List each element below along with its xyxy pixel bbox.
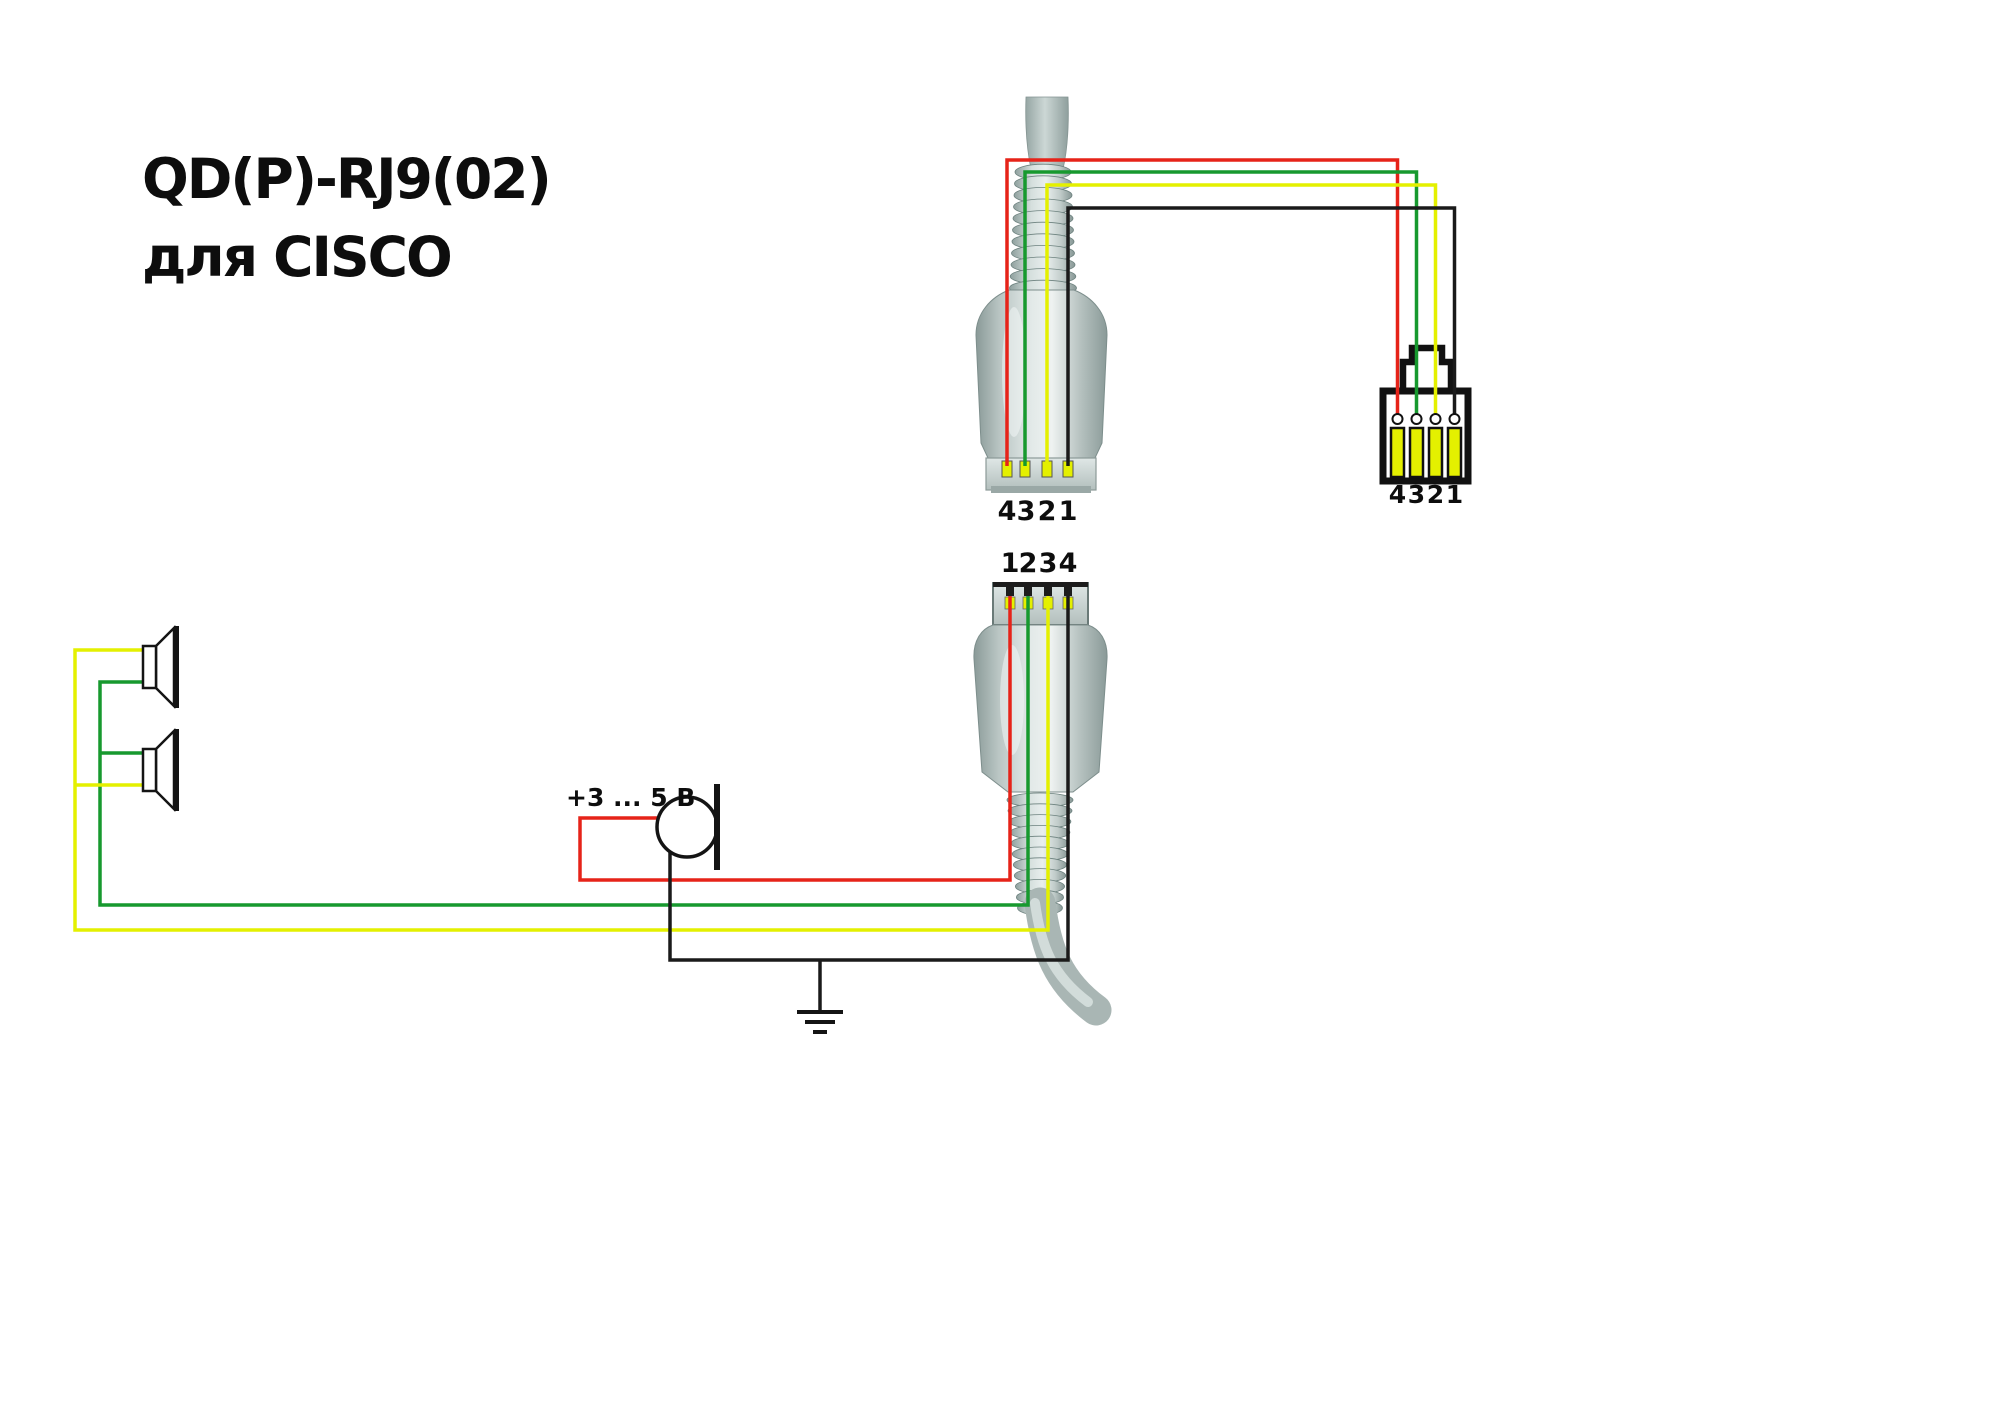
- rj9-pins: [1389, 426, 1463, 479]
- qd-bottom-pin-labels: 1 2 3 4: [1001, 548, 1078, 579]
- rj9-latch: [1399, 344, 1455, 389]
- microphone-plate: [714, 784, 720, 870]
- speaker-magnet: [141, 644, 158, 690]
- qd-plug-bottom: [973, 582, 1112, 1026]
- speaker-top: [141, 624, 179, 710]
- rj9-hole: [1448, 413, 1461, 425]
- qd-top-pin-labels: 4 3 2 1: [998, 496, 1078, 527]
- wire-black-bottom: [668, 596, 1070, 962]
- page-title: QD(P)-RJ9(02) для CISCO: [142, 147, 552, 289]
- title-line2: для CISCO: [142, 225, 451, 289]
- qd-top-cable: [1025, 96, 1069, 170]
- qd-plug-top: [975, 96, 1108, 493]
- qd-bottom-highlight: [1000, 645, 1024, 755]
- wire-green-bottom: [98, 596, 1030, 907]
- wire-black-top: [1066, 206, 1457, 466]
- qd-top-pin-label: 2: [1038, 496, 1057, 527]
- qd-bottom-pin-label: 4: [1059, 548, 1078, 579]
- qd-top-pin-label: 3: [1017, 496, 1036, 527]
- speaker-magnet: [141, 747, 158, 793]
- rj9-pin: [1427, 426, 1444, 479]
- rj9-wire-holes: [1391, 413, 1461, 425]
- qd-contact: [1041, 460, 1053, 478]
- rj9-pin-label: 3: [1408, 480, 1425, 509]
- rj9-hole: [1429, 413, 1442, 425]
- qd-contact-slot: [1024, 583, 1032, 596]
- wires-top: [1005, 158, 1457, 466]
- rj9-pin: [1408, 426, 1425, 479]
- qd-bottom-pin-label: 1: [1001, 548, 1020, 579]
- speaker-baffle: [174, 729, 179, 811]
- qd-bottom-tip-edge: [993, 582, 1088, 587]
- qd-top-tip-edge: [991, 486, 1091, 493]
- rj9-pin: [1446, 426, 1463, 479]
- qd-contact-slot: [1044, 583, 1052, 596]
- rj9-pin-label: 2: [1427, 480, 1444, 509]
- qd-bottom-pin-label: 3: [1039, 548, 1058, 579]
- qd-contact-slot: [1006, 583, 1014, 596]
- rj9-hole: [1391, 413, 1404, 425]
- rj9-hole: [1410, 413, 1423, 425]
- speaker-bottom: [141, 727, 179, 813]
- rj9-pin: [1389, 426, 1406, 479]
- wire-yellow-bottom: [73, 596, 1050, 932]
- wire-red-top: [1005, 158, 1400, 466]
- wire-green-top: [1023, 170, 1419, 466]
- mic-voltage-label: +3 ... 5 В: [566, 783, 695, 812]
- speaker-baffle: [174, 626, 179, 708]
- wire-yellow-top: [1045, 183, 1438, 463]
- wire-red-bottom: [578, 596, 1012, 882]
- microphone: [655, 784, 720, 870]
- wires-bottom: [73, 596, 1070, 1012]
- rj9-pin-labels: 4 3 2 1: [1389, 480, 1463, 509]
- qd-top-body: [975, 289, 1108, 459]
- title-line1: QD(P)-RJ9(02): [142, 147, 550, 211]
- qd-contact-slot: [1064, 583, 1072, 596]
- qd-bottom-body: [973, 624, 1108, 793]
- rj9-pin-label: 4: [1389, 480, 1406, 509]
- speaker-cone: [154, 727, 176, 813]
- qd-bottom-pin-label: 2: [1019, 548, 1038, 579]
- rj9-pin-label: 1: [1446, 480, 1463, 509]
- qd-top-pin-label: 1: [1059, 496, 1078, 527]
- qd-top-pin-label: 4: [998, 496, 1017, 527]
- ground-symbol: [797, 1010, 843, 1034]
- speaker-cone: [154, 624, 176, 710]
